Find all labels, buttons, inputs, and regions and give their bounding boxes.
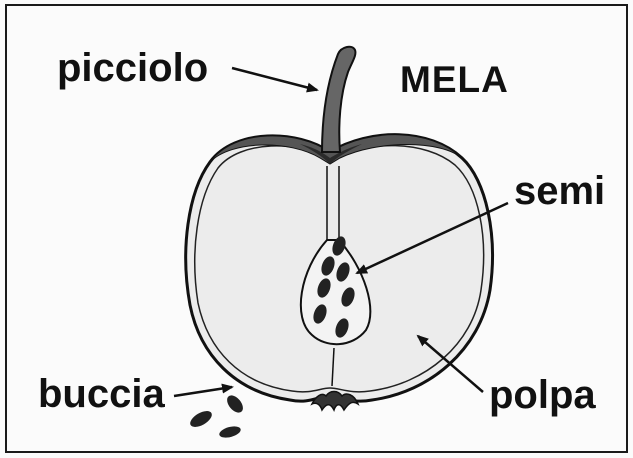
apple-calyx: [310, 390, 360, 412]
label-stem: picciolo: [57, 46, 209, 90]
loose-seed: [227, 395, 243, 413]
skin-arrow: [173, 383, 234, 398]
loose-seed: [190, 411, 212, 427]
seeds-arrow: [355, 201, 509, 275]
diagram-frame: [5, 4, 628, 453]
loose-seed: [219, 426, 241, 438]
apple-stem: [320, 45, 357, 153]
flesh-arrow: [416, 334, 484, 393]
seed: [321, 256, 335, 276]
apple-top-cavity: [300, 144, 362, 164]
seed: [313, 304, 327, 324]
loose-seeds: [190, 395, 243, 438]
label-skin: buccia: [38, 372, 165, 416]
seed: [317, 278, 331, 298]
label-flesh: polpa: [489, 373, 596, 417]
diagram-title: MELA: [400, 59, 509, 100]
core-line: [331, 347, 335, 387]
seed: [332, 236, 346, 256]
seed: [336, 262, 350, 282]
label-seeds: semi: [514, 169, 606, 213]
stem-arrow: [231, 66, 319, 93]
seed: [341, 287, 355, 307]
seeds: [313, 236, 355, 338]
seed: [335, 318, 349, 338]
apple-skin-inner: [194, 144, 485, 393]
